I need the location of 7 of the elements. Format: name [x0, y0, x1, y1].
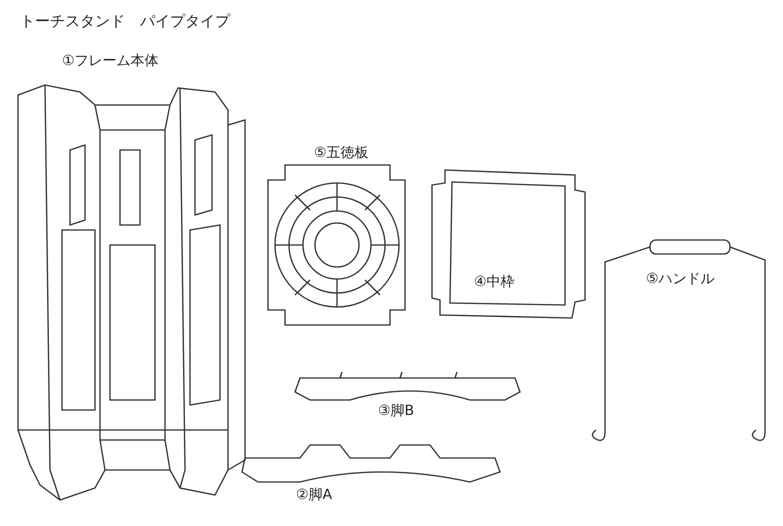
part-label: ④中枠 [474, 273, 515, 291]
part-label: ①フレーム本体 [62, 52, 159, 70]
part-label: ③脚B [378, 402, 414, 420]
part-label: ⑤五徳板 [314, 144, 369, 162]
part-label: ⑤ハンドル [646, 270, 715, 288]
part-label: ②脚A [296, 486, 332, 504]
diagram-title: トーチスタンド パイプタイプ [20, 12, 230, 31]
